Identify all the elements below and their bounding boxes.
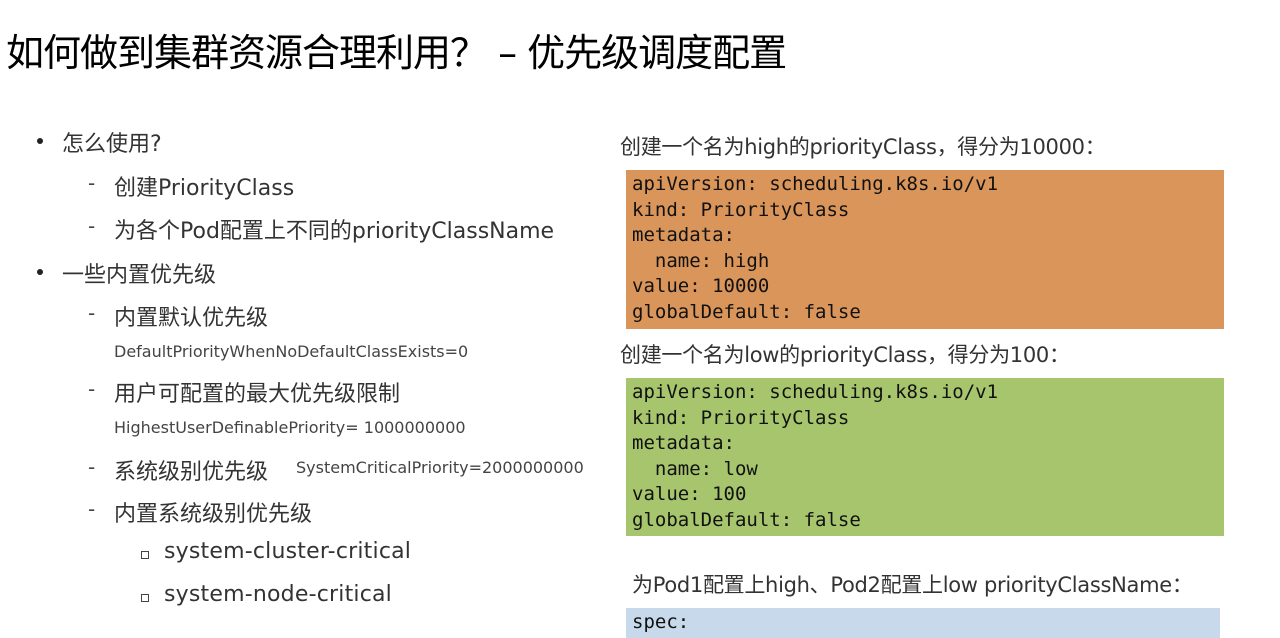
dash-icon: - [88, 214, 96, 238]
code-block-pod-spec: spec: [626, 608, 1220, 638]
list-item: 用户可配置的最大优先级限制 [114, 382, 401, 407]
caption-low: 创建一个名为low的priorityClass，得分为100： [620, 343, 1070, 367]
sub-list-item: system-node-critical [164, 582, 392, 607]
dash-icon: - [88, 377, 96, 401]
slide-title: 如何做到集群资源合理利用？ – 优先级调度配置 [6, 31, 787, 75]
list-item-detail: DefaultPriorityWhenNoDefaultClassExists=… [114, 342, 469, 361]
code-block-high-priorityclass: apiVersion: scheduling.k8s.io/v1 kind: P… [626, 170, 1224, 329]
list-item: 为各个Pod配置上不同的priorityClassName [114, 219, 555, 244]
dash-icon: - [88, 171, 96, 195]
square-bullet-icon [141, 551, 149, 559]
caption-pod-config: 为Pod1配置上high、Pod2配置上low priorityClassNam… [632, 573, 1193, 597]
list-item: 创建PriorityClass [114, 176, 295, 201]
list-item: 系统级别优先级 [114, 460, 269, 485]
list-item-inline-detail: SystemCriticalPriority=2000000000 [296, 458, 584, 477]
bullet-icon [37, 138, 43, 144]
section-heading-builtin: 一些内置优先级 [62, 263, 217, 288]
list-item-detail: HighestUserDefinablePriority= 1000000000 [114, 418, 466, 437]
dash-icon: - [88, 455, 96, 479]
code-block-low-priorityclass: apiVersion: scheduling.k8s.io/v1 kind: P… [626, 378, 1224, 536]
list-item: 内置默认优先级 [114, 306, 269, 331]
sub-list-item: system-cluster-critical [164, 539, 412, 564]
caption-high: 创建一个名为high的priorityClass，得分为10000： [620, 135, 1106, 159]
list-item: 内置系统级别优先级 [114, 502, 313, 527]
bullet-icon [37, 269, 43, 275]
dash-icon: - [88, 497, 96, 521]
square-bullet-icon [141, 594, 149, 602]
dash-icon: - [88, 301, 96, 325]
section-heading-usage: 怎么使用? [62, 132, 162, 157]
